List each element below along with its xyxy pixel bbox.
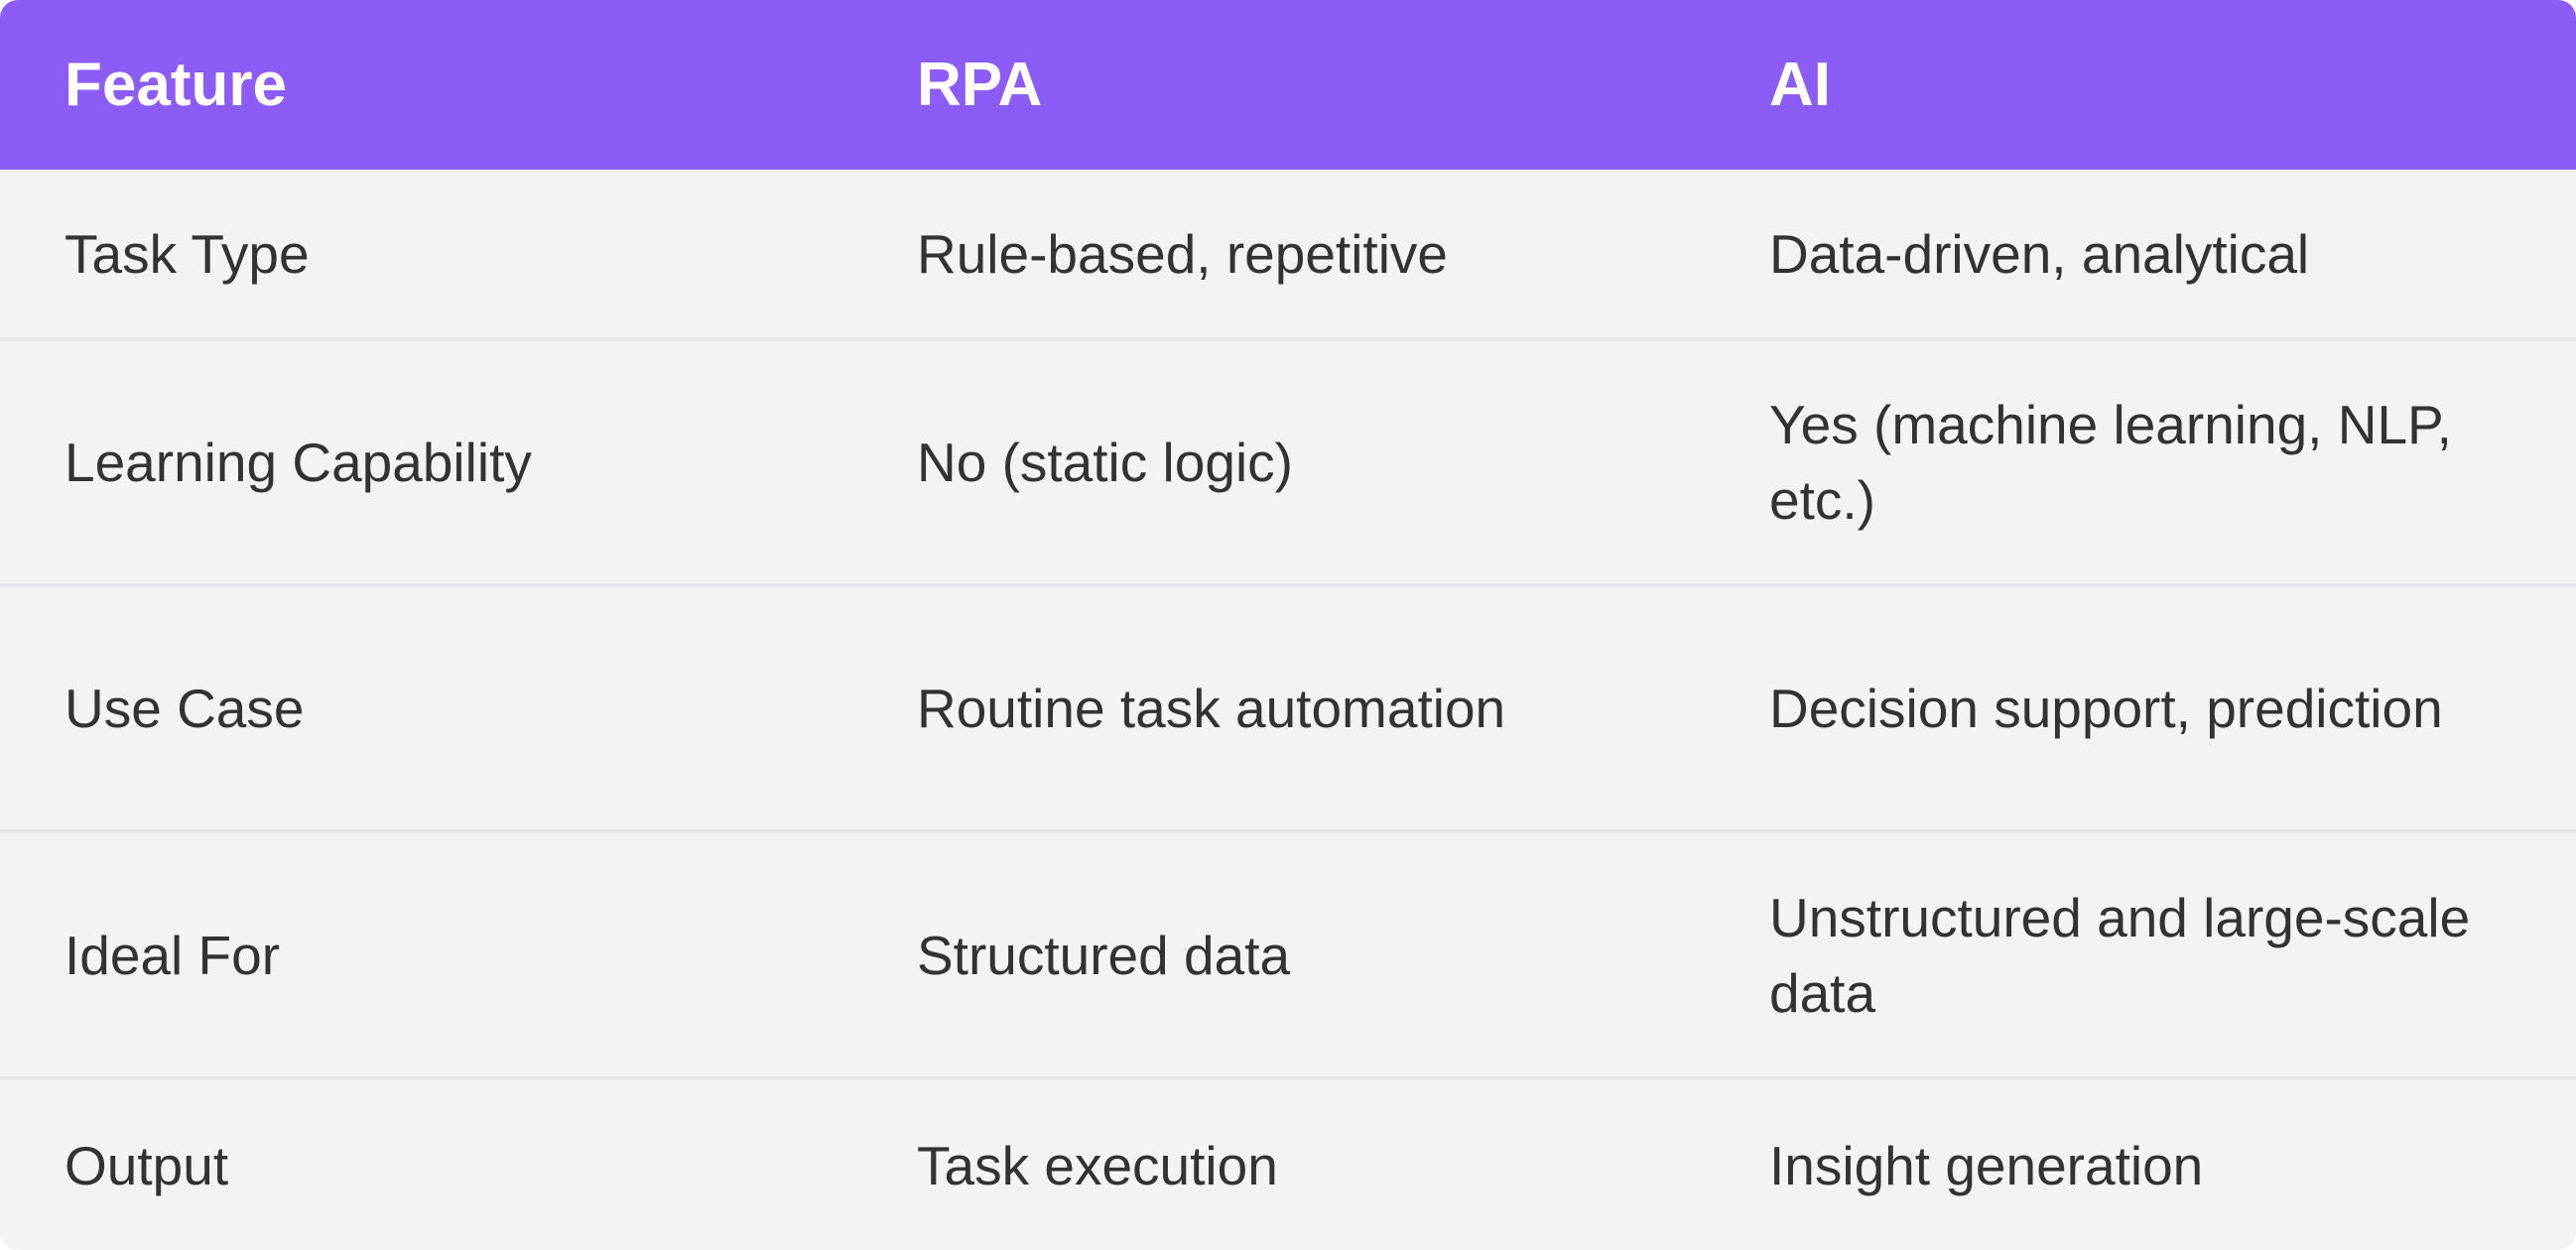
rpa-cell: Rule-based, repetitive <box>917 222 1449 285</box>
feature-cell: Ideal For <box>64 924 281 986</box>
rpa-cell: Routine task automation <box>917 678 1506 739</box>
table-row: Output Task execution Insight generation <box>0 1076 2576 1250</box>
ai-cell: Unstructured and large-scale data <box>1769 886 2471 1024</box>
table-header-row: Feature RPA AI <box>0 0 2576 170</box>
feature-cell: Task Type <box>64 222 310 285</box>
ai-cell: Yes (machine learning, NLP, etc.) <box>1769 394 2452 531</box>
table-row: Use Case Routine task automation Decisio… <box>0 583 2576 829</box>
feature-cell: Output <box>64 1134 229 1196</box>
feature-cell: Use Case <box>64 678 305 739</box>
ai-cell: Insight generation <box>1769 1134 2204 1196</box>
ai-cell: Decision support, prediction <box>1769 678 2443 739</box>
table-row: Ideal For Structured data Unstructured a… <box>0 829 2576 1076</box>
table-row: Task Type Rule-based, repetitive Data-dr… <box>0 170 2576 337</box>
column-header-feature: Feature <box>64 50 287 119</box>
column-header-rpa: RPA <box>917 50 1043 119</box>
table-row: Learning Capability No (static logic) Ye… <box>0 337 2576 583</box>
column-header-ai: AI <box>1769 50 1831 119</box>
feature-cell: Learning Capability <box>64 432 532 493</box>
rpa-cell: No (static logic) <box>917 432 1293 493</box>
rpa-cell: Structured data <box>917 924 1291 986</box>
ai-cell: Data-driven, analytical <box>1769 222 2310 285</box>
rpa-cell: Task execution <box>917 1134 1278 1196</box>
